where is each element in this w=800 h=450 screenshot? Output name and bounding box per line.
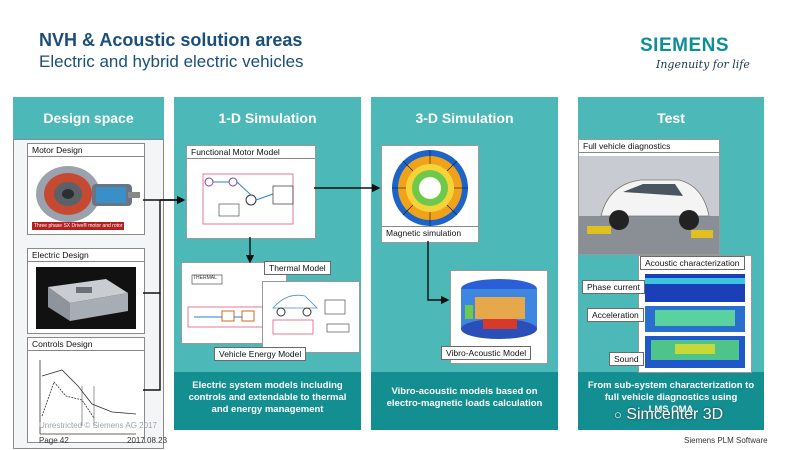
sound-label: Sound (609, 352, 644, 366)
vibro-acoustic-image (461, 279, 537, 339)
test-vehicle-image (579, 156, 719, 254)
sim1d-heading: 1-D Simulation (218, 110, 317, 126)
motor-design-box: Motor Design Three phase SX Drive® motor… (27, 143, 145, 235)
phase-current-label: Phase current (582, 280, 645, 294)
acoustic-characterization-label: Acoustic characterization (640, 256, 745, 270)
sim3d-description: Vibro-acoustic models based on electro-m… (386, 386, 543, 409)
acoustic-characterization (638, 255, 752, 373)
vehicle-energy-model (262, 281, 360, 353)
design-space-heading: Design space (43, 110, 134, 126)
test-description: From sub-system characterization to full… (578, 372, 764, 416)
company-name: Siemens PLM Software (684, 436, 768, 445)
motor-caption: Three phase SX Drive® motor and rotor (32, 222, 125, 230)
sim3d-description-panel: Vibro-acoustic models based on electro-m… (371, 372, 558, 430)
design-space-header: Design space (13, 97, 164, 139)
functional-motor-label: Functional Motor Model (187, 146, 315, 159)
test-description-text: From sub-system characterization to full… (587, 380, 755, 403)
thermal-tag: THERMAL (193, 275, 217, 281)
magnetic-field-image (392, 150, 468, 226)
line-controls (143, 293, 161, 391)
vehicle-energy-diagram (272, 294, 350, 335)
siemens-logo: SIEMENS (640, 35, 730, 56)
page-number: Page 42 (39, 436, 69, 445)
controls-plot-image (39, 360, 137, 435)
slide-date: 2017.08.23 (127, 436, 168, 445)
slide-subtitle: Electric and hybrid electric vehicles (39, 52, 304, 71)
controls-design-label: Controls Design (28, 338, 144, 351)
sim3d-heading: 3-D Simulation (415, 110, 514, 126)
magnetic-simulation-label: Magnetic simulation (382, 226, 478, 239)
classification-note: Unrestricted © Siemens AG 2017 (39, 421, 157, 430)
test-heading: Test (657, 110, 685, 126)
functional-motor-model: Functional Motor Model (186, 145, 316, 239)
watermark: ○ Simcenter 3D (614, 406, 723, 424)
controls-design-box: Controls Design (27, 337, 145, 443)
inverter-image (36, 267, 136, 329)
vehicle-energy-label: Vehicle Energy Model (214, 347, 307, 361)
acceleration-label: Acceleration (587, 308, 644, 322)
vibro-acoustic-label: Vibro-Acoustic Model (441, 346, 532, 360)
sim1d-description-panel: Electric system models including control… (174, 372, 361, 430)
thermal-model-label: Thermal Model (264, 261, 331, 275)
motor-stator-image (36, 166, 140, 222)
vehicle-diagnostics: Full vehicle diagnostics (578, 139, 720, 255)
vehicle-diagnostics-label: Full vehicle diagnostics (579, 140, 719, 153)
functional-motor-diagram (202, 173, 294, 225)
magnetic-simulation: Magnetic simulation (381, 145, 479, 243)
arrow-magnetic-to-vibro (427, 241, 450, 305)
chat-icon: ○ (614, 407, 622, 422)
sim1d-description: Electric system models including control… (188, 380, 347, 415)
watermark-text: Simcenter 3D (626, 406, 724, 423)
slide-title: NVH & Acoustic solution areas (39, 30, 303, 50)
electric-design-box: Electric Design (27, 248, 145, 334)
line-electric (143, 200, 161, 294)
test-description-tail: LMS OMA (648, 404, 694, 415)
test-description-panel: From sub-system characterization to full… (578, 372, 764, 430)
electric-design-label: Electric Design (28, 249, 144, 262)
spectrogram-image (645, 274, 745, 368)
logo-tagline: Ingenuity for life (656, 58, 750, 71)
motor-design-label: Motor Design (28, 144, 144, 157)
